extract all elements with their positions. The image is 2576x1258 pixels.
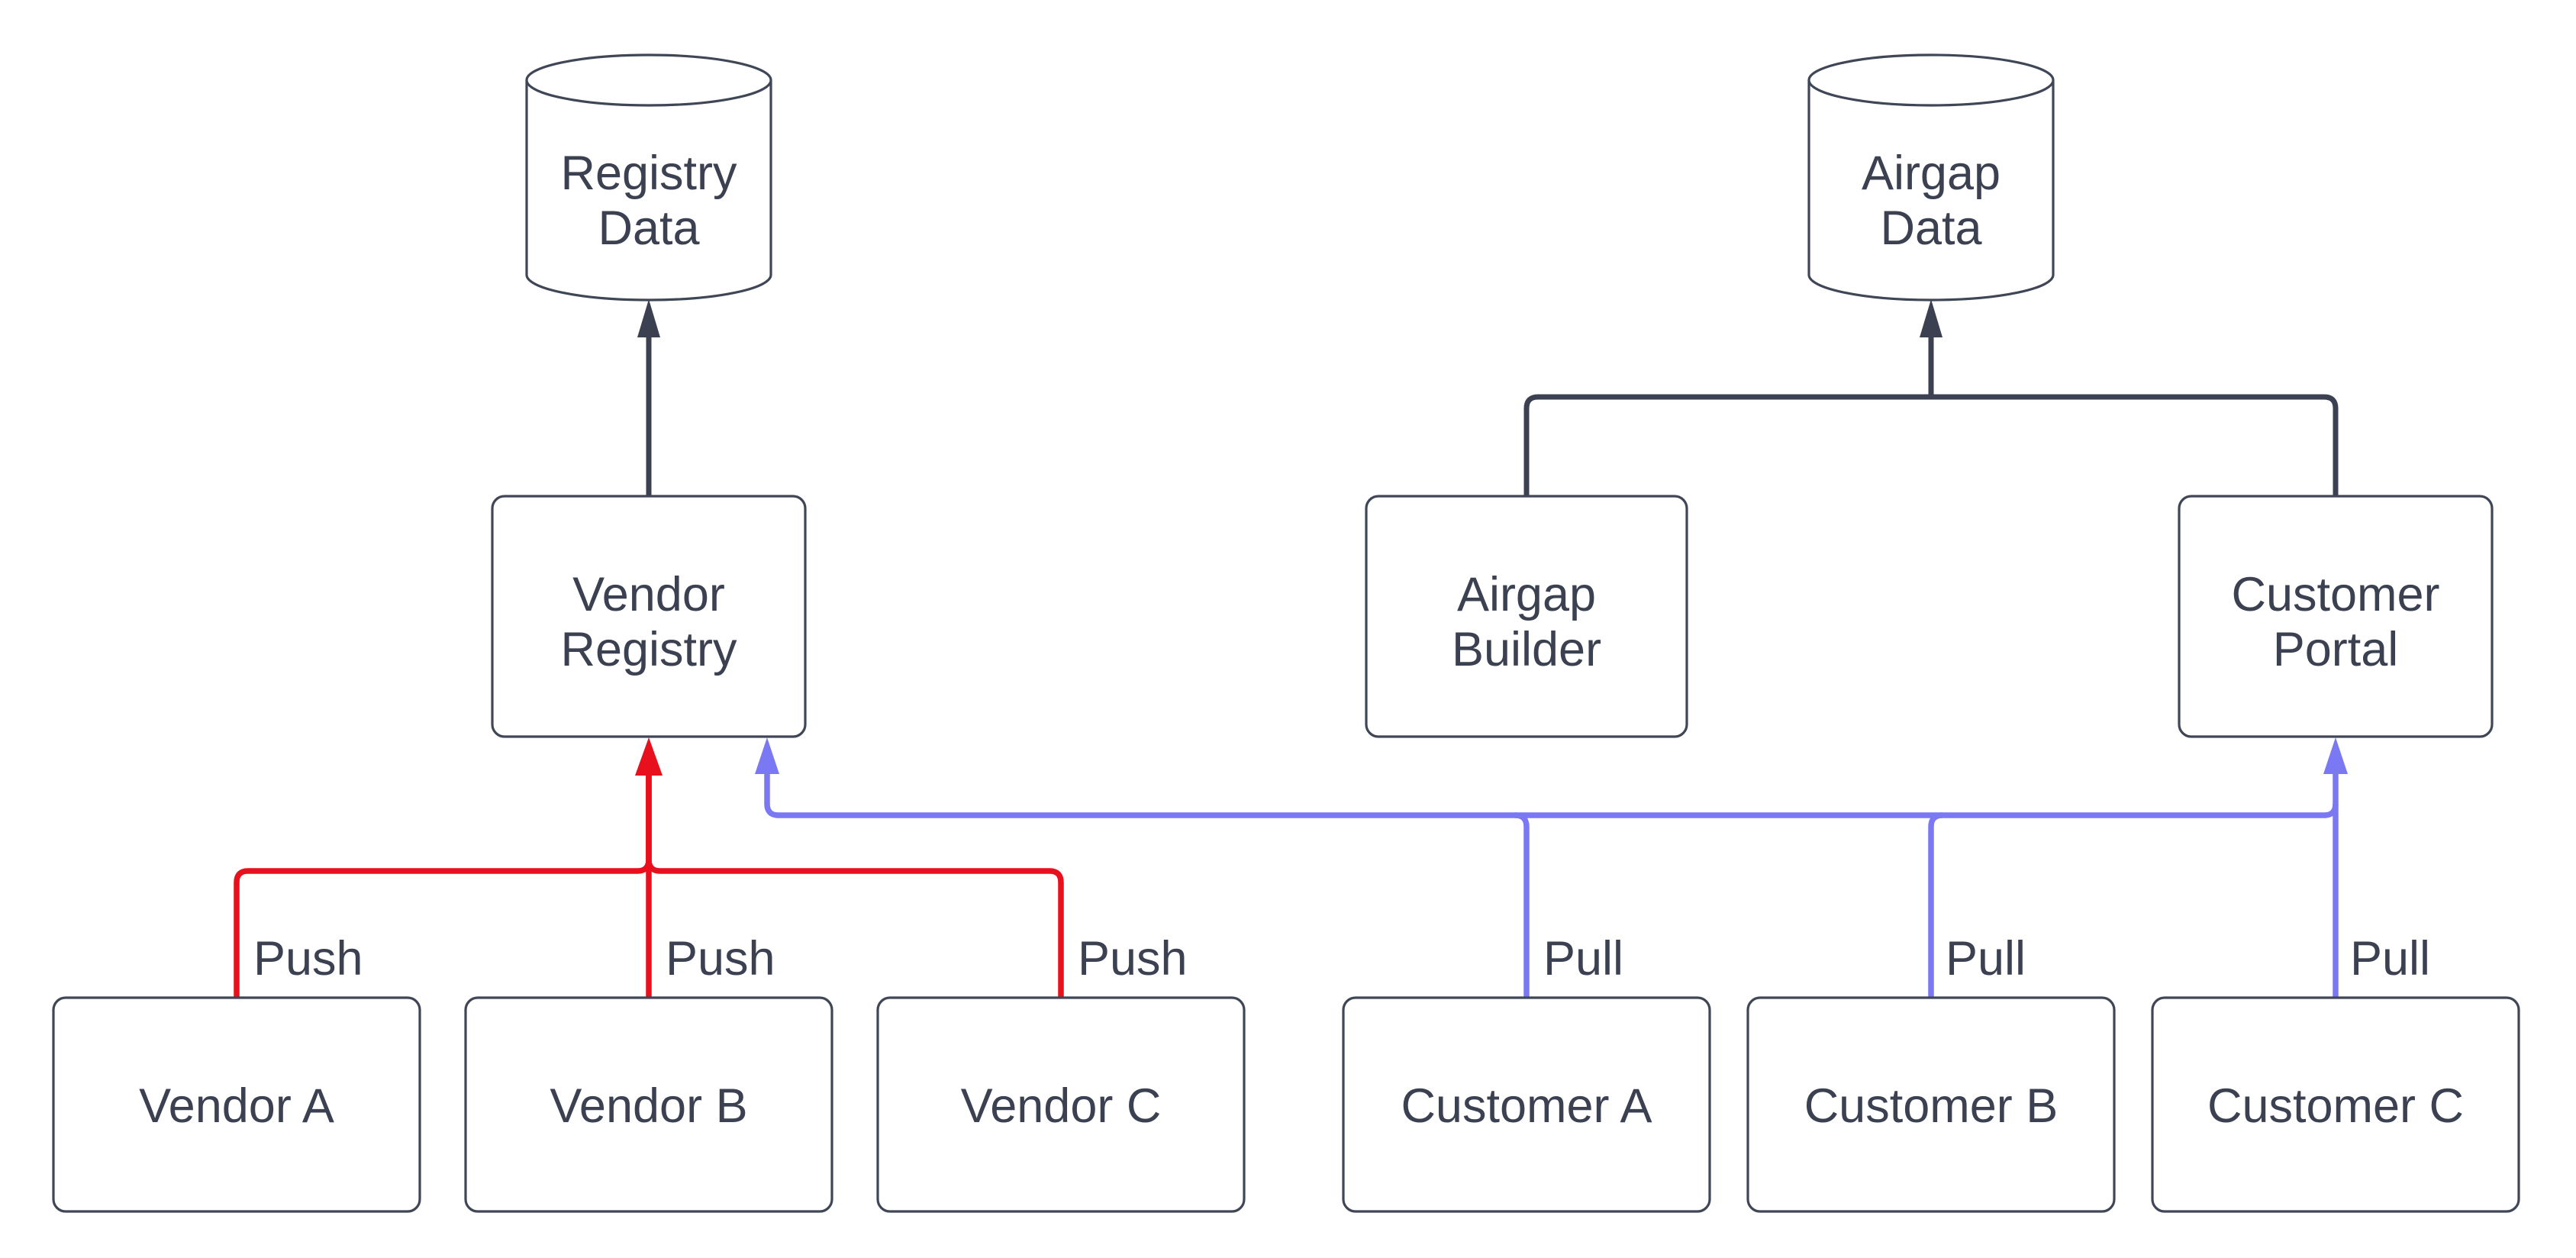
edge-pull-bus-line <box>764 773 2339 818</box>
edge-vendor-c-push-line <box>646 776 1064 998</box>
node-vendor-c-box <box>876 996 1246 1213</box>
node-airgap-data-label-line2: Data <box>1880 202 1982 255</box>
edge-airgap-bus-line <box>1523 394 2339 496</box>
node-customer-portal-box <box>2178 495 2494 738</box>
node-airgap-builder-box <box>1365 495 1688 738</box>
node-registry-data-label-line1: Registry <box>560 147 737 200</box>
edge-label-push-vendor-b: Push <box>666 932 775 985</box>
node-vendor-c-label: Vendor C <box>961 1079 1162 1133</box>
node-airgap-data-cylinder-top <box>1807 53 2055 107</box>
node-customer-c-label: Customer C <box>2207 1079 2464 1133</box>
push-arrowhead <box>635 737 663 776</box>
edge-label-pull-customer-b: Pull <box>1946 932 2026 985</box>
edge-label-push-vendor-a: Push <box>253 932 363 985</box>
node-customer-portal-label-line1: Customer <box>2231 568 2439 621</box>
node-registry-data-cylinder-top <box>525 53 772 107</box>
node-customer-portal-label-line2: Portal <box>2273 623 2399 676</box>
edge-label-push-vendor-c: Push <box>1078 932 1188 985</box>
node-vendor-b-label: Vendor B <box>550 1079 747 1133</box>
node-airgap-builder-label-line2: Builder <box>1452 623 1601 676</box>
node-vendor-registry-label-line1: Vendor <box>572 568 725 621</box>
node-customer-a-box <box>1342 996 1711 1213</box>
node-vendor-registry-label-line2: Registry <box>560 623 737 676</box>
edge-label-pull-customer-a: Pull <box>1543 932 1623 985</box>
node-customer-b-box <box>1746 996 2116 1213</box>
edge-label-pull-customer-c: Pull <box>2350 932 2430 985</box>
node-airgap-data-cylinder-body <box>1807 80 2055 302</box>
node-registry-data-label-line2: Data <box>598 202 700 255</box>
node-vendor-a-box <box>52 996 421 1213</box>
node-vendor-registry-box <box>491 495 807 738</box>
node-customer-c-box <box>2151 996 2520 1213</box>
node-registry-data-cylinder-body <box>525 80 772 302</box>
node-customer-a-label: Customer A <box>1401 1079 1652 1133</box>
node-vendor-b-box <box>464 996 833 1213</box>
edge-customer-a-pull-line <box>1514 812 1530 998</box>
node-vendor-a-label: Vendor A <box>139 1079 334 1133</box>
node-airgap-data-label-line1: Airgap <box>1862 147 2001 200</box>
pull-arrowhead-customer-portal <box>2323 737 2348 774</box>
edge-customer-b-pull-line <box>1928 812 1943 998</box>
pull-arrowhead-vendor-registry <box>755 737 779 774</box>
registry-data-arrowhead <box>637 299 660 337</box>
node-customer-b-label: Customer B <box>1804 1079 2059 1133</box>
airgap-data-arrowhead <box>1920 299 1942 337</box>
node-airgap-builder-label-line1: Airgap <box>1457 568 1596 621</box>
